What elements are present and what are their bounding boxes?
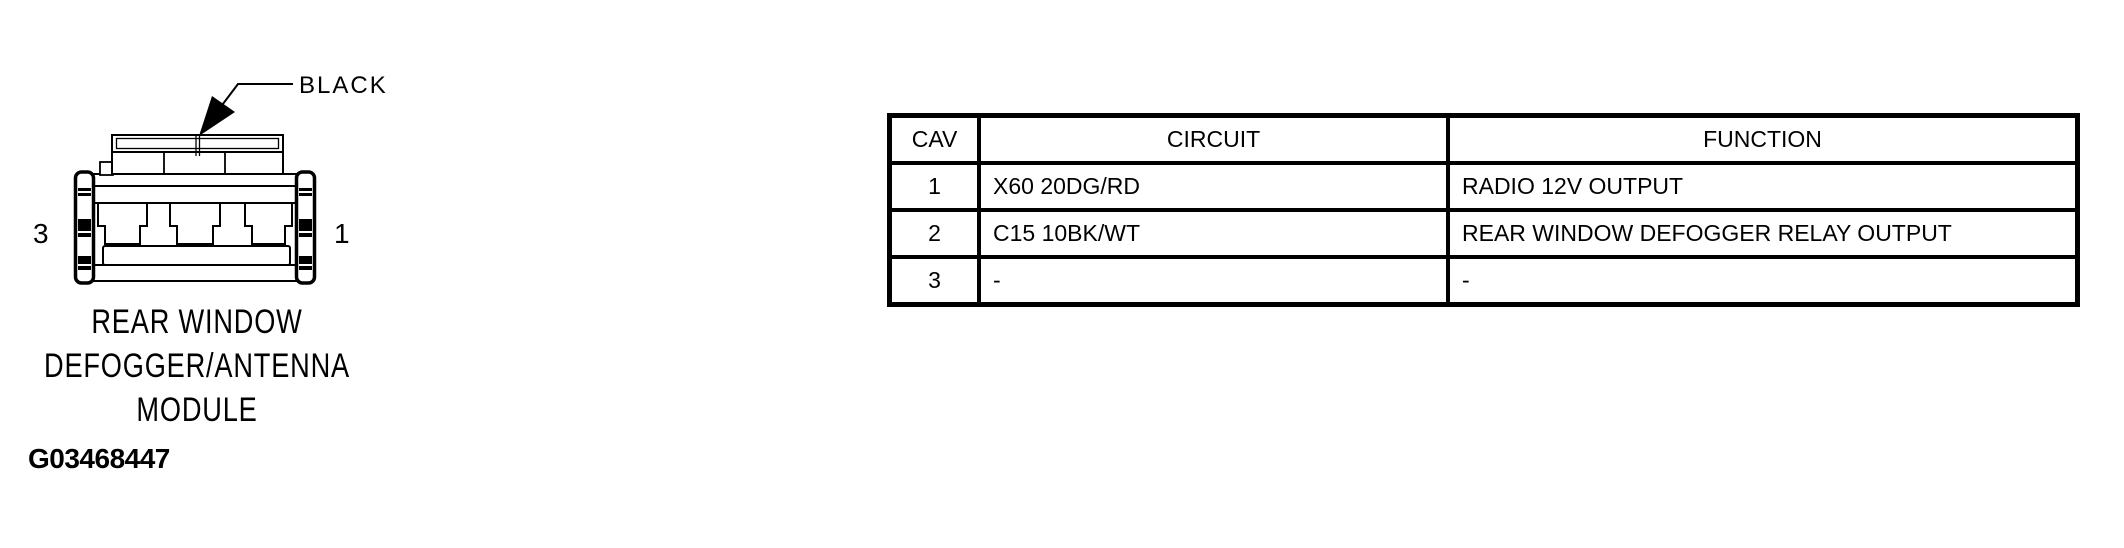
lock-tab-inner [115,137,280,150]
pin-3-label: 3 [33,218,49,249]
connector-caption: REAR WINDOW DEFOGGER/ANTENNA MODULE [39,300,354,432]
terminal-post-2 [169,202,221,245]
row1-cav-cell: 1 [892,165,981,212]
pinout-table: CAV CIRCUIT FUNCTION 1 X60 20DG/RD RADIO… [887,113,2080,307]
wire-color-label: BLACK [299,72,388,99]
caption-line-2: DEFOGGER/ANTENNA [43,347,350,385]
row2-circuit-cell: C15 10BK/WT [981,212,1450,259]
figure-id: G03468447 [28,443,170,474]
row3-function-cell: - [1462,267,1470,293]
bottom-inner-bar [102,245,291,266]
upper-key-section [111,150,284,175]
row2-cav-cell: 2 [892,212,981,259]
row1-function-cell: RADIO 12V OUTPUT [1450,165,2075,212]
terminal-post-3 [244,202,293,245]
caption-line-3: MODULE [136,391,258,429]
leader-arrowhead-icon [199,96,235,136]
col-header-function: FUNCTION [1450,118,2075,165]
lock-tab [111,134,284,153]
row1-circuit-cell: X60 20DG/RD [981,165,1450,212]
row3-cav-cell: 3 [892,259,981,302]
col-header-circuit: CIRCUIT [981,118,1450,165]
row2-function-cell: REAR WINDOW DEFOGGER RELAY OUTPUT [1450,212,2075,259]
caption-line-1: REAR WINDOW [91,303,303,341]
row3-circuit-cell: - [981,259,1450,302]
terminal-post-1 [97,202,148,245]
latch-ear-bands [78,188,312,270]
connector-diagram [73,83,317,285]
col-header-cav: CAV [892,118,981,165]
pin-1-label: 1 [334,218,350,249]
